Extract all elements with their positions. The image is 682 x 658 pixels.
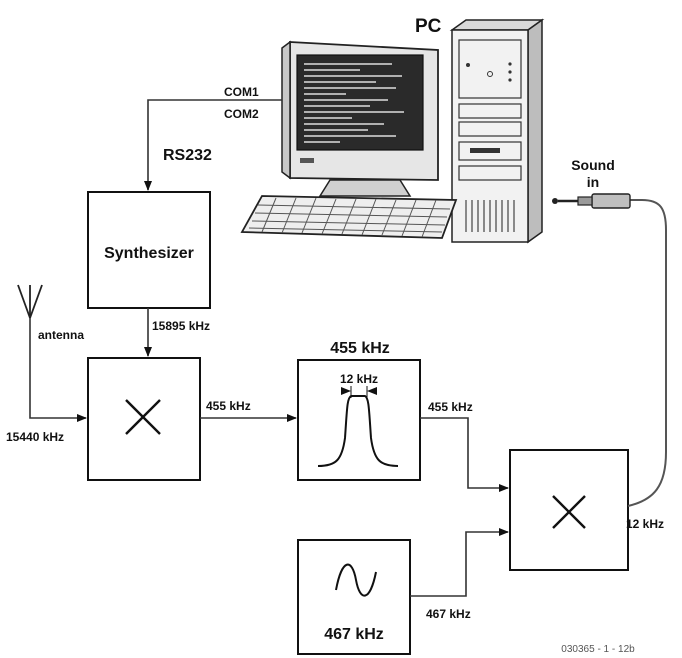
mixer2-freq-label: 12 kHz bbox=[626, 517, 664, 531]
rs232-link bbox=[144, 99, 282, 191]
filter-freq-label: 455 kHz bbox=[428, 400, 473, 414]
pc-tower-icon bbox=[449, 18, 545, 244]
monitor-icon bbox=[281, 40, 439, 197]
bandpass-icon bbox=[317, 386, 399, 467]
sound-label-line2: in bbox=[587, 174, 599, 190]
filter-title: 455 kHz bbox=[330, 340, 390, 357]
keyboard-icon bbox=[240, 195, 458, 239]
oscillator-block bbox=[297, 539, 411, 655]
com1-label: COM1 bbox=[224, 85, 259, 99]
mixer1-freq-label: 455 kHz bbox=[206, 399, 251, 413]
antenna-label: antenna bbox=[38, 328, 84, 342]
synthesizer-label: Synthesizer bbox=[104, 245, 194, 262]
antenna-icon bbox=[17, 284, 43, 319]
audio-jack-icon bbox=[552, 193, 631, 209]
mixer2-block bbox=[509, 449, 629, 571]
oscillator-to-mixer2-link bbox=[410, 528, 509, 597]
multiply-icon bbox=[125, 399, 161, 435]
multiply-icon bbox=[552, 495, 586, 529]
audio-cable bbox=[627, 199, 667, 507]
com2-label: COM2 bbox=[224, 107, 259, 121]
antenna-freq-label: 15440 kHz bbox=[6, 430, 64, 444]
synthesizer-block bbox=[87, 191, 211, 309]
oscillator-label: 467 kHz bbox=[324, 626, 384, 643]
figure-code: 030365 - 1 - 12b bbox=[561, 644, 635, 655]
filter-block bbox=[297, 359, 421, 481]
filter-to-mixer2-link bbox=[420, 417, 509, 492]
synth-freq-label: 15895 kHz bbox=[152, 319, 210, 333]
sound-label-line1: Sound bbox=[571, 157, 615, 173]
pc-title: PC bbox=[415, 16, 442, 37]
oscillator-freq-label: 467 kHz bbox=[426, 607, 471, 621]
rs232-label: RS232 bbox=[163, 147, 212, 164]
antenna-to-mixer1-link bbox=[29, 318, 87, 422]
sine-wave-icon bbox=[335, 563, 377, 597]
filter-bandwidth-label: 12 kHz bbox=[340, 372, 378, 386]
